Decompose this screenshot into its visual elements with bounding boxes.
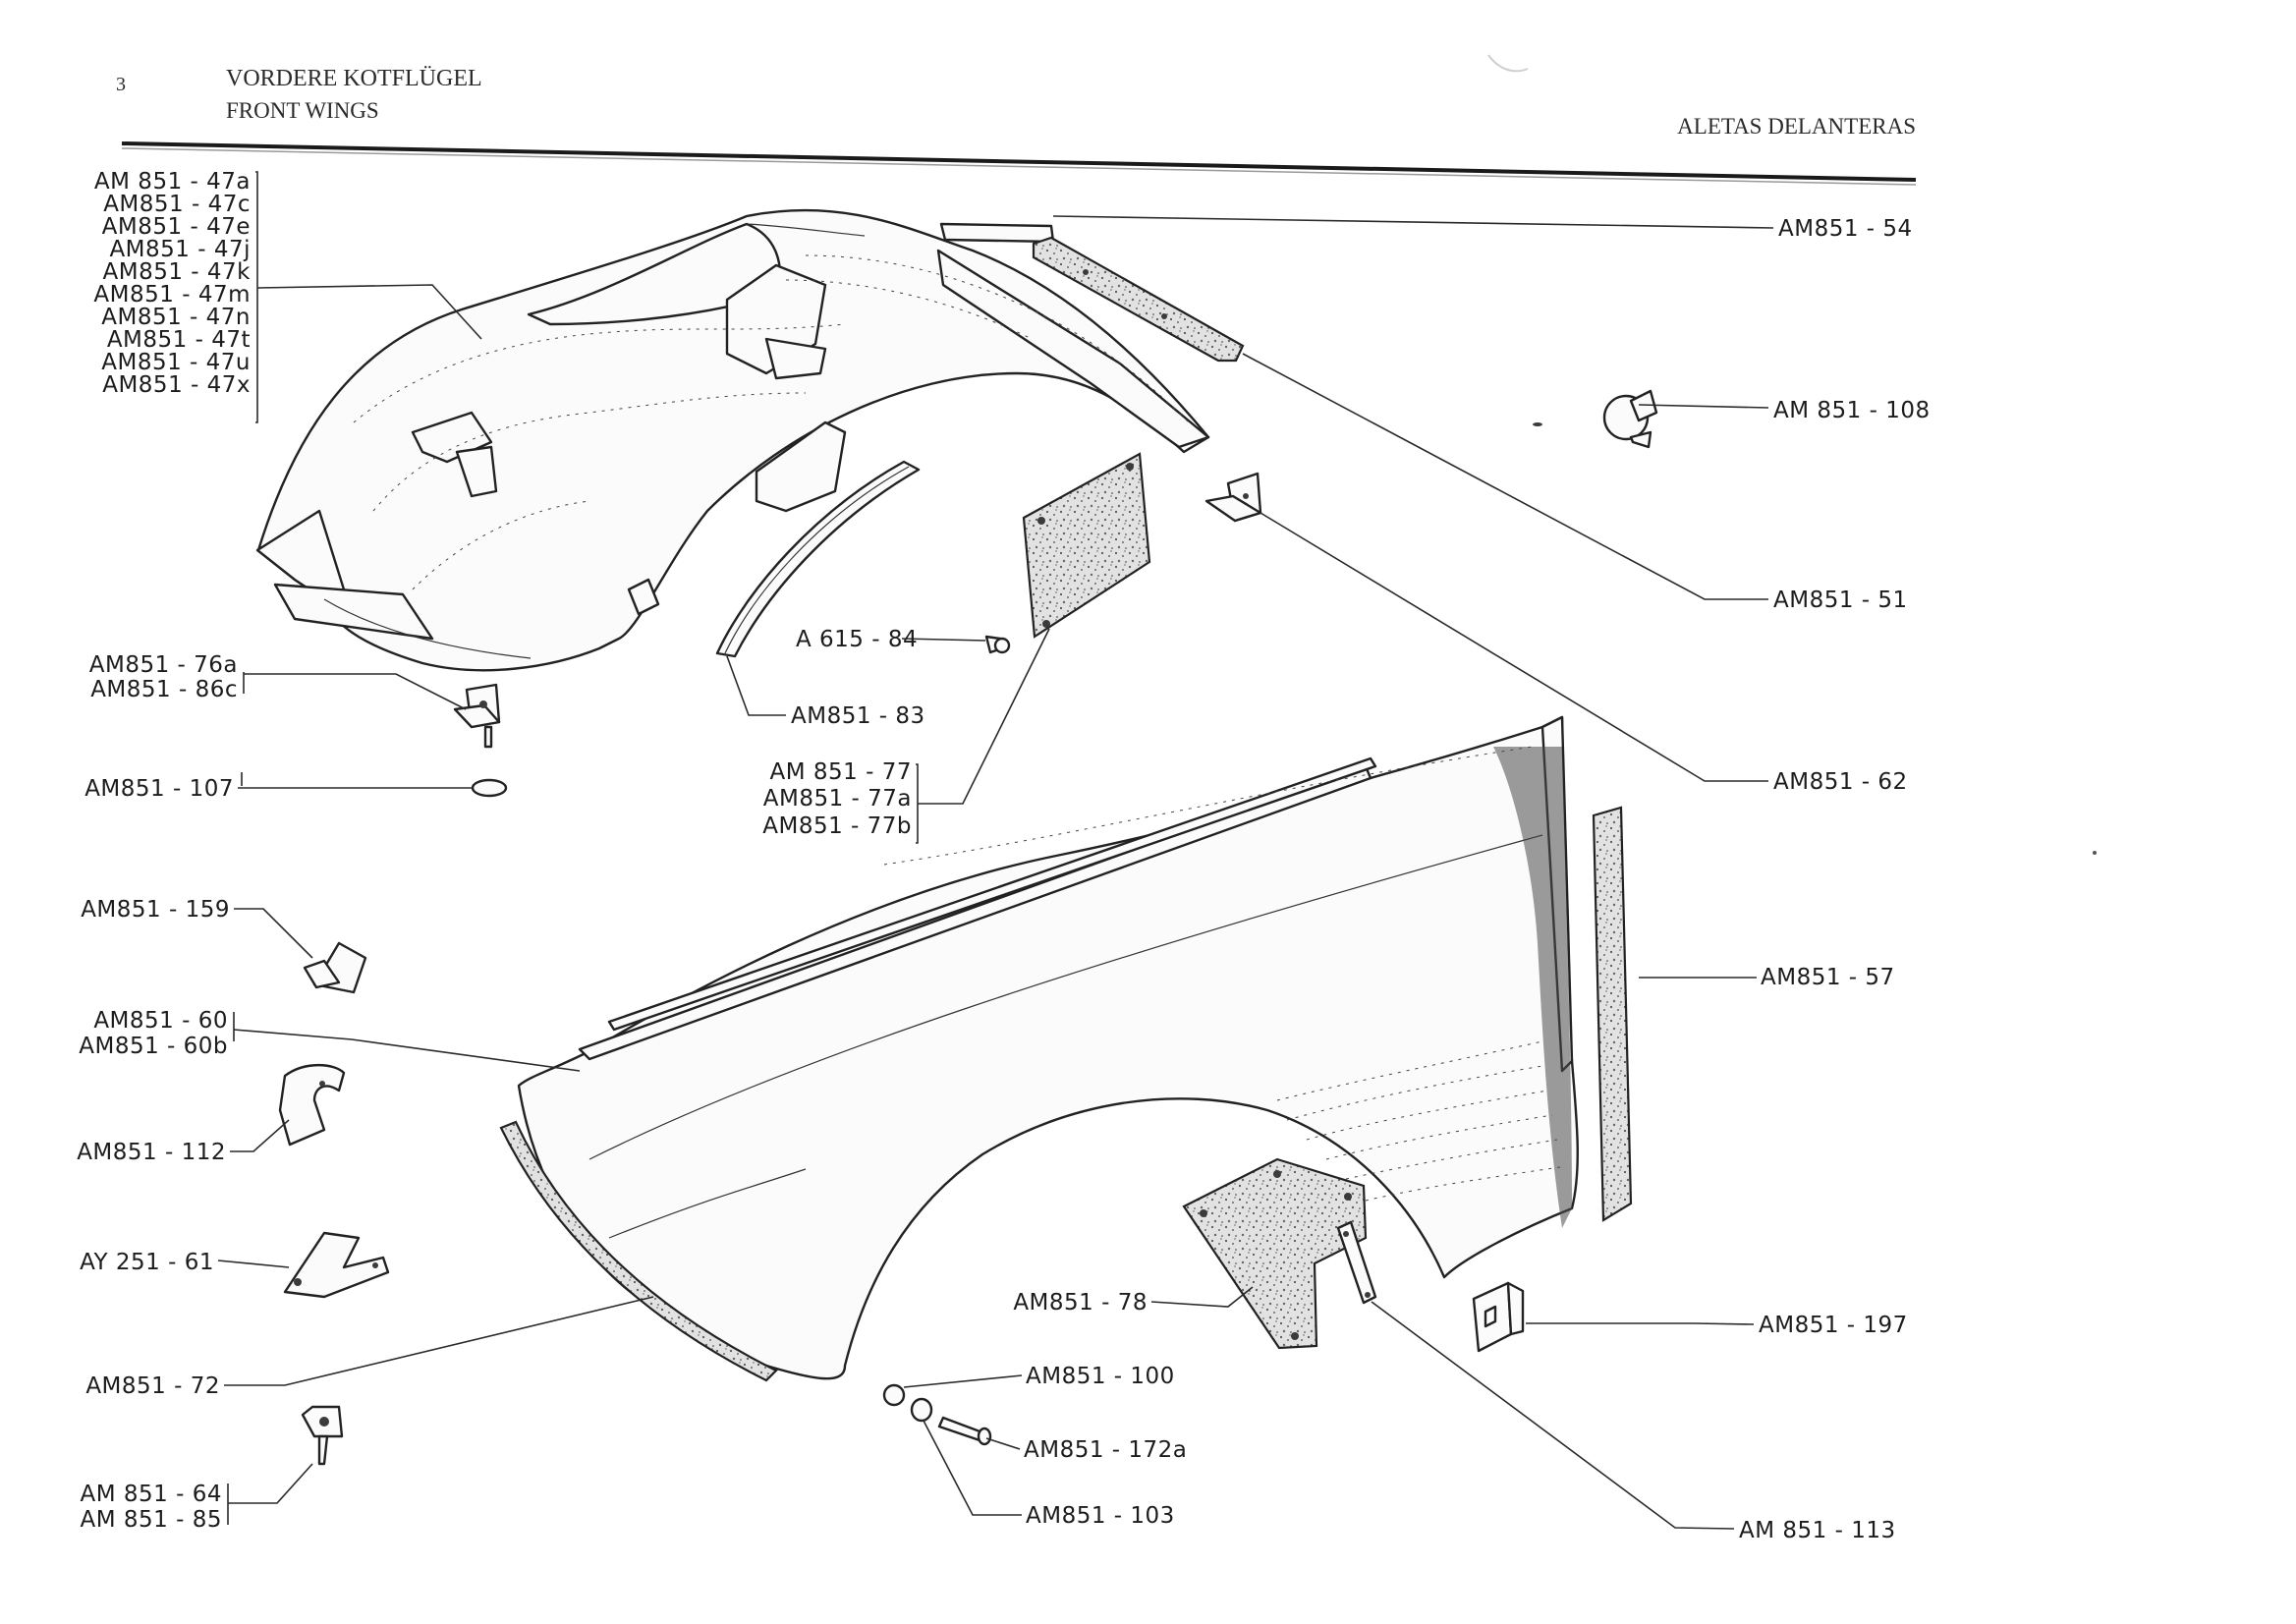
part-am851-108 [1602,389,1658,449]
label-am851-47c: AM851 - 47c [103,192,251,217]
label-am851-77b: AM851 - 77b [762,813,912,839]
label-am851-62: AM851 - 62 [1773,769,1908,795]
scan-mark [2093,851,2097,855]
label-ay251-61: AY 251 - 61 [80,1250,214,1275]
part-ay251-61 [283,1231,390,1299]
title-german: VORDERE KOTFLÜGEL [226,66,482,91]
part-am851-62 [1204,472,1262,523]
label-am851-51: AM851 - 51 [1773,588,1908,613]
speck-dot [1533,422,1542,426]
label-am851-108: AM 851 - 108 [1773,398,1931,423]
label-a615-84: A 615 - 84 [796,627,918,652]
outer-front-wing [517,715,1579,1380]
label-am851-54: AM851 - 54 [1778,216,1913,242]
label-am851-57: AM851 - 57 [1761,965,1895,990]
label-am851-100: AM851 - 100 [1026,1364,1175,1389]
header-rule [121,141,1917,182]
part-am851-100 [882,1383,906,1407]
label-am851-72: AM851 - 72 [85,1373,220,1399]
label-am851-76a: AM851 - 76a [89,652,238,678]
part-am851-72 [499,1120,778,1382]
label-am851-77a: AM851 - 77a [763,786,912,812]
inner-wing-liner [255,208,1210,672]
label-am851-113: AM 851 - 113 [1739,1518,1896,1543]
label-am851-47x: AM851 - 47x [102,372,251,398]
label-am851-77: AM 851 - 77 [770,759,912,785]
part-am851-113 [1336,1220,1377,1305]
scan-mark [1487,54,1529,73]
part-am851-83 [715,460,921,658]
title-spanish: ALETAS DELANTERAS [1677,114,1916,139]
label-am851-112: AM851 - 112 [77,1140,226,1165]
part-am851-64 [301,1405,344,1466]
label-am851-107: AM851 - 107 [84,776,234,802]
part-am851-112 [278,1063,346,1147]
part-am851-103 [910,1397,933,1423]
label-am851-78: AM851 - 78 [1013,1290,1148,1316]
part-am851-159 [303,941,367,994]
label-am851-47m: AM851 - 47m [93,282,251,308]
part-am851-78 [1182,1157,1368,1350]
header-rule-shadow [121,147,1917,186]
label-am851-47j: AM851 - 47j [109,237,251,262]
part-am851-51 [1032,236,1245,363]
part-number-labels: AM 851 - 47a AM851 - 47c AM851 - 47e AM8… [77,169,1930,1543]
label-am851-103: AM851 - 103 [1026,1503,1175,1529]
label-am851-86c: AM851 - 86c [90,677,238,702]
label-am851-47n: AM851 - 47n [101,305,251,330]
label-am851-47k: AM851 - 47k [103,259,252,285]
part-am851-197 [1472,1281,1525,1353]
part-am851-77 [1022,452,1151,639]
part-am851-172a [937,1416,992,1446]
label-am851-64: AM 851 - 64 [81,1482,222,1507]
label-am851-47a: AM 851 - 47a [94,169,251,195]
label-am851-60b: AM851 - 60b [79,1034,228,1059]
label-am851-60: AM851 - 60 [93,1008,228,1034]
part-am851-76a [453,683,501,749]
label-am851-172a: AM851 - 172a [1024,1437,1187,1463]
part-am851-54 [939,222,1055,244]
label-am851-47e: AM851 - 47e [102,214,251,240]
label-am851-85: AM 851 - 85 [81,1507,222,1533]
label-am851-197: AM851 - 197 [1759,1313,1908,1338]
part-am851-57 [1592,806,1633,1222]
leader-lines [217,171,1774,1530]
part-am851-107 [471,778,508,798]
label-am851-159: AM851 - 159 [81,897,230,923]
page-number: 3 [116,74,126,95]
label-am851-47t: AM851 - 47t [107,327,251,353]
title-english: FRONT WINGS [226,98,379,123]
label-am851-47u: AM851 - 47u [101,350,251,375]
page-header: 3 VORDERE KOTFLÜGEL FRONT WINGS ALETAS D… [116,66,1917,186]
label-am851-83: AM851 - 83 [791,703,925,729]
part-a615-84 [984,635,1011,654]
